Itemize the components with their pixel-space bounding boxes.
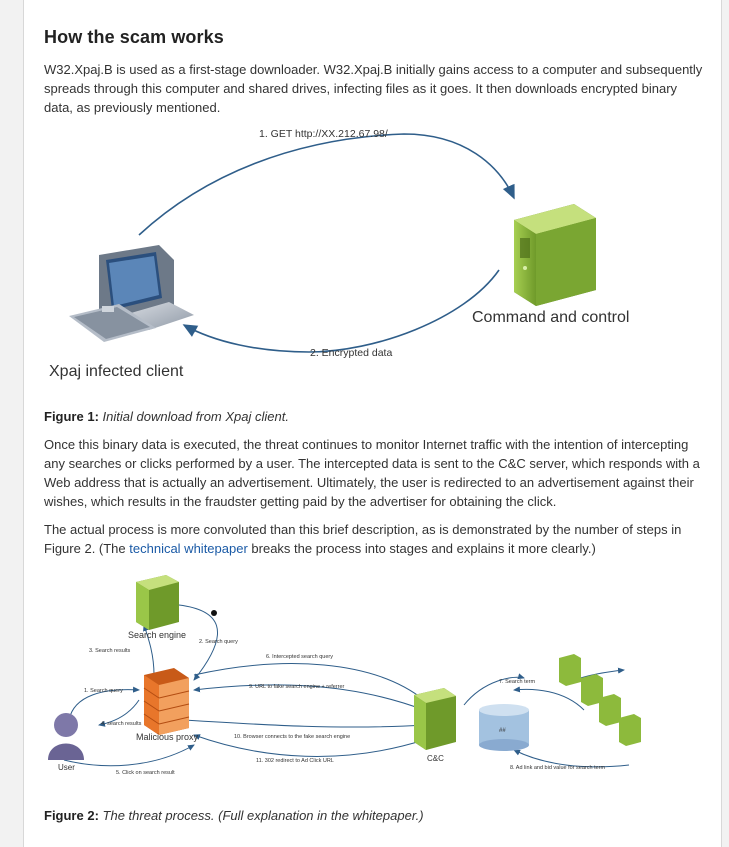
- paragraph3-after: breaks the process into stages and expla…: [247, 541, 596, 556]
- figure-2-caption: Figure 2: The threat process. (Full expl…: [44, 806, 709, 825]
- server-icon: [514, 204, 596, 306]
- user-icon: [48, 713, 84, 760]
- step6-label: 6. Intercepted search query: [266, 654, 333, 660]
- cc-server-icon: [414, 688, 456, 750]
- step4-label: 4. search results: [101, 721, 142, 727]
- arrow2-label: 2. Encrypted data: [310, 347, 392, 359]
- section-heading: How the scam works: [44, 27, 224, 47]
- step7-label: 7. Search term: [499, 679, 535, 685]
- step2-label: 2. Search query: [199, 639, 238, 645]
- step9-label: 9. URL to fake search engine + referrer: [249, 684, 345, 690]
- client-label: Xpaj infected client: [49, 363, 184, 380]
- arrow1-label: 1. GET http://XX.212.67.98/: [259, 128, 388, 140]
- cursor-dot: [211, 610, 217, 616]
- search-engine-label: Search engine: [128, 630, 186, 640]
- arrow-encrypted-data: [182, 269, 500, 353]
- paragraph-intercept: Once this binary data is executed, the t…: [44, 437, 700, 509]
- database-icon: [479, 704, 529, 751]
- paragraph3-before: The actual process is more convoluted th…: [44, 522, 682, 556]
- figure-2-diagram: Search engine Malicious proxy User: [48, 575, 641, 776]
- server-label: Command and control: [472, 309, 629, 326]
- step5-label: 5. Click on search result: [116, 770, 175, 776]
- figure-1-caption-text: Initial download from Xpaj client.: [102, 409, 289, 424]
- step3-label: 3. Search results: [89, 648, 131, 654]
- paragraph-process: The actual process is more convoluted th…: [44, 520, 709, 558]
- figure-1-caption: Figure 1: Initial download from Xpaj cli…: [44, 407, 709, 426]
- technical-whitepaper-link[interactable]: technical whitepaper: [129, 541, 248, 556]
- step1-label: 1. Search query: [84, 688, 123, 694]
- proxy-firewall-icon: [143, 668, 190, 735]
- article-page: How the scam works W32.Xpaj.B is used as…: [23, 0, 722, 847]
- figure-1-caption-prefix: Figure 1:: [44, 409, 99, 424]
- step11-label: 11. 302 redirect to Ad Click URL: [256, 758, 334, 764]
- figure-2-caption-text: The threat process. (Full explanation in…: [102, 808, 424, 823]
- computer-icon: [69, 245, 194, 342]
- user-label: User: [58, 763, 75, 772]
- figure-2-caption-prefix: Figure 2:: [44, 808, 99, 823]
- database-label: ##: [499, 728, 506, 734]
- paragraph-intro: W32.Xpaj.B is used as a first-stage down…: [44, 62, 703, 115]
- step8-label: 8. Ad link and bid value for search term: [510, 765, 605, 771]
- cc-label: C&C: [427, 754, 444, 763]
- search-engine-server-icon: [136, 575, 179, 630]
- step10-label: 10. Browser connects to the fake search …: [234, 734, 350, 740]
- figure-1-diagram: 1. GET http://XX.212.67.98/ 2. Encrypted…: [49, 128, 629, 380]
- ad-servers-icon: [559, 654, 641, 746]
- arrow-get-request: [138, 133, 515, 236]
- malicious-proxy-label: Malicious proxy: [136, 732, 199, 742]
